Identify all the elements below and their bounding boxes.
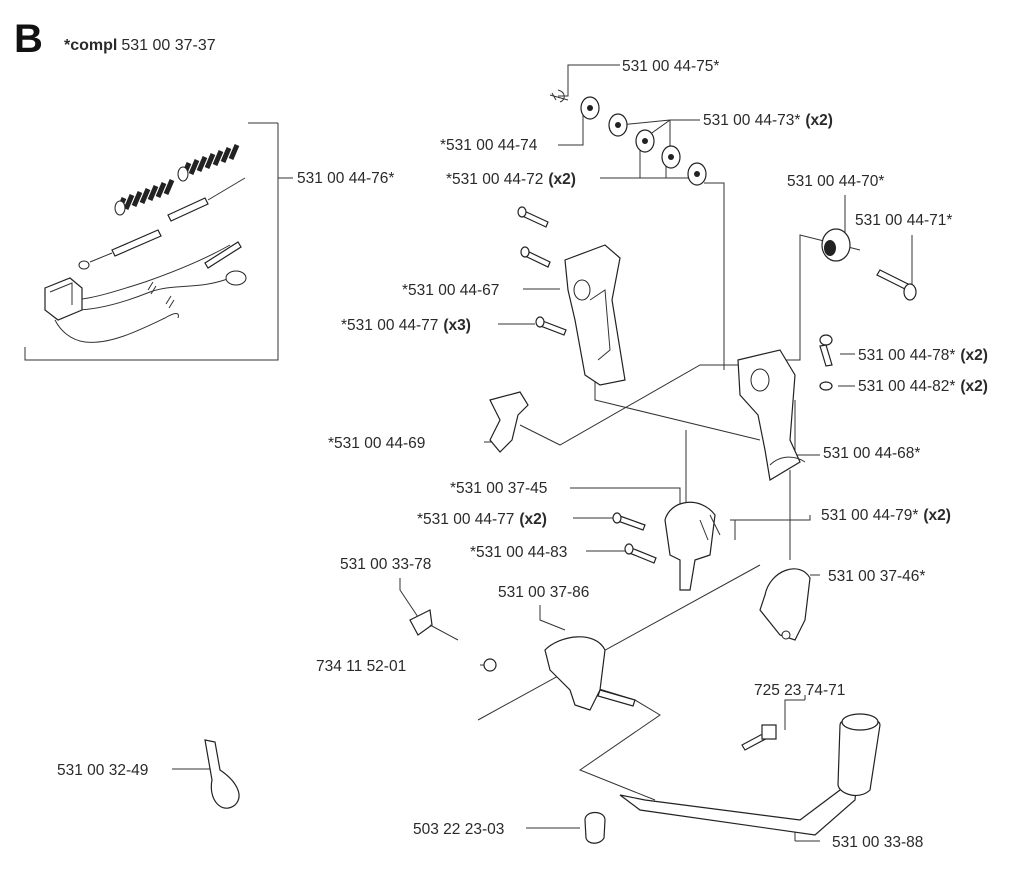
label-number: 531 00 44-78*: [858, 347, 955, 364]
label-531-00-37-86: 531 00 37-86: [498, 584, 589, 601]
label-531-00-44-74: *531 00 44-74: [440, 137, 538, 154]
loop-handle: [584, 713, 881, 844]
label-number: *531 00 44-69: [328, 435, 425, 452]
handle-left-half: [564, 244, 626, 386]
label-number: 531 00 44-73*: [703, 112, 800, 129]
compl-prefix: *compl: [64, 37, 117, 54]
label-qty: (x2): [548, 171, 576, 188]
label-number: 531 00 44-82*: [858, 378, 955, 395]
clamp-lower: [759, 568, 811, 641]
label-number: *531 00 44-74: [440, 137, 538, 154]
label-qty: (x2): [960, 378, 988, 395]
label-number: 531 00 44-79*: [821, 507, 918, 524]
label-531-00-37-45: *531 00 37-45: [450, 480, 547, 497]
label-number: *531 00 37-45: [450, 480, 547, 497]
label-qty: (x3): [443, 317, 471, 334]
label-number: *531 00 44-67: [402, 282, 499, 299]
label-725-23-74-71: 725 23 74-71: [754, 682, 845, 699]
label-number: 531 00 32-49: [57, 762, 148, 779]
label-qty: (x2): [519, 511, 547, 528]
label-531-00-33-88: 531 00 33-88: [832, 834, 923, 851]
label-number: 725 23 74-71: [754, 682, 845, 699]
label-531-00-44-68: 531 00 44-68*: [823, 445, 920, 462]
label-531-00-44-71: 531 00 44-71*: [855, 212, 952, 229]
cable-tie: [204, 739, 240, 809]
label-number: 531 00 44-68*: [823, 445, 920, 462]
cable-kit-box: [24, 122, 293, 361]
label-number: 734 11 52-01: [316, 658, 406, 675]
spring-left: [114, 179, 175, 216]
label-number: *531 00 44-77: [341, 317, 438, 334]
label-number: 531 00 44-76*: [297, 170, 394, 187]
label-531-00-44-69: *531 00 44-69: [328, 435, 425, 452]
label-qty: (x2): [960, 347, 988, 364]
label-531-00-44-77-x3: *531 00 44-77 (x3): [341, 317, 471, 334]
washers: [551, 89, 707, 186]
label-number: 531 00 37-86: [498, 584, 589, 601]
label-531-00-33-78: 531 00 33-78: [340, 556, 431, 573]
label-531-00-44-78: 531 00 44-78* (x2): [858, 347, 988, 364]
label-531-00-44-73: 531 00 44-73* (x2): [703, 112, 833, 129]
label-number: 531 00 44-75*: [622, 58, 719, 75]
label-number: 531 00 37-46*: [828, 568, 925, 585]
part-labels: 531 00 44-75* *531 00 44-74 531 00 44-73…: [57, 58, 988, 851]
clamp-upper: [664, 501, 721, 591]
label-531-00-44-67: *531 00 44-67: [402, 282, 499, 299]
handle-right-half: [737, 349, 806, 481]
label-531-00-44-83: *531 00 44-83: [470, 544, 567, 561]
section-letter: B: [14, 17, 43, 61]
label-number: 531 00 33-78: [340, 556, 431, 573]
compl-number: 531 00 37-37: [121, 37, 215, 54]
wing-bolt: [409, 609, 497, 672]
label-531-00-44-72: *531 00 44-72 (x2): [446, 171, 576, 188]
shaft-clamp: [544, 636, 636, 711]
label-531-00-44-82: 531 00 44-82* (x2): [858, 378, 988, 395]
label-number: *531 00 44-83: [470, 544, 567, 561]
label-531-00-44-70: 531 00 44-70*: [787, 173, 884, 190]
label-qty: (x2): [923, 507, 951, 524]
label-number: 531 00 44-70*: [787, 173, 884, 190]
label-number: 531 00 44-71*: [855, 212, 952, 229]
label-number: *531 00 44-72: [446, 171, 543, 188]
spring-right: [177, 144, 240, 182]
label-number: *531 00 44-77: [417, 511, 514, 528]
label-531-00-37-46: 531 00 37-46*: [828, 568, 925, 585]
label-qty: (x2): [805, 112, 833, 129]
label-503-22-23-03: 503 22 23-03: [413, 821, 504, 838]
label-number: 503 22 23-03: [413, 821, 504, 838]
label-734-11-52-01: 734 11 52-01: [316, 658, 406, 675]
throttle-trigger: [489, 391, 529, 453]
label-531-00-44-77-x2: *531 00 44-77 (x2): [417, 511, 547, 528]
knob: [821, 228, 917, 301]
label-531-00-32-49: 531 00 32-49: [57, 762, 148, 779]
label-531-00-44-75: 531 00 44-75*: [622, 58, 719, 75]
label-531-00-44-79: 531 00 44-79* (x2): [821, 507, 951, 524]
screws: [517, 206, 833, 751]
label-number: 531 00 33-88: [832, 834, 923, 851]
label-531-00-44-76: 531 00 44-76*: [297, 170, 394, 187]
